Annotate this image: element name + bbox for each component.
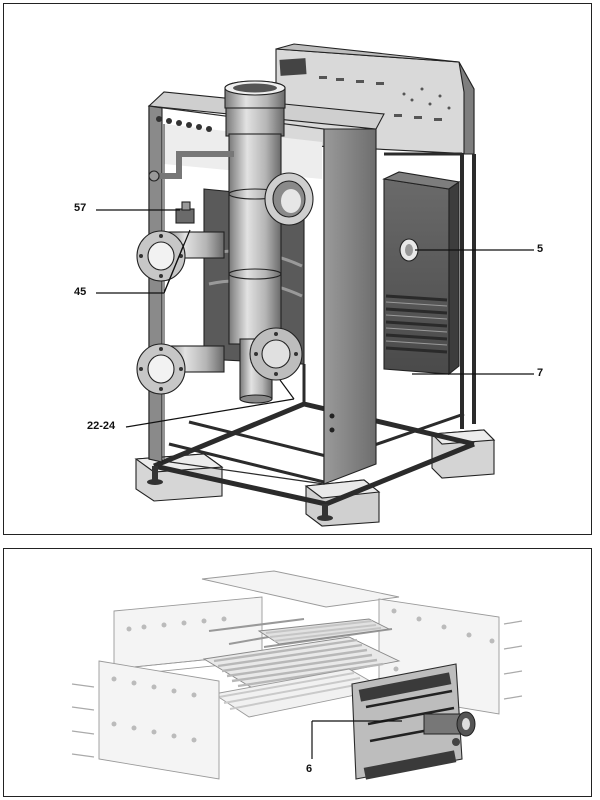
- side-pipe: [148, 151, 234, 182]
- rear-frame-posts: [384, 152, 476, 429]
- base-frame: [153, 364, 475, 507]
- condensate-flange: [249, 327, 303, 381]
- callout-45: 45: [74, 286, 87, 298]
- callout-57: 57: [74, 202, 87, 214]
- callout-leader-6: [311, 720, 402, 759]
- callout-5: 5: [537, 243, 544, 255]
- assembly-view-panel: 57 45 22-24 5 7: [3, 3, 592, 535]
- adjustable-feet: [147, 466, 333, 521]
- flow-connection-flange: [136, 230, 225, 282]
- boiler-drawing: [96, 43, 534, 527]
- callout-leaders: [96, 209, 534, 428]
- fastening-bolts-right: [503, 620, 523, 700]
- left-tube-plate: [98, 660, 220, 780]
- exploded-drawing: [71, 570, 523, 780]
- collector-connection: [423, 711, 476, 746]
- return-connection-flange: [136, 343, 225, 395]
- sight-port: [399, 238, 419, 262]
- collector-assembly: [351, 663, 476, 780]
- sensor-fitting: [175, 201, 195, 224]
- upper-flue-opening: [264, 172, 314, 226]
- exploded-view-panel: 6: [3, 548, 592, 797]
- callout-22-24: 22-24: [87, 420, 116, 432]
- callout-6: 6: [306, 763, 313, 775]
- heat-exchanger-block: [382, 171, 461, 376]
- fastening-bolts-left: [71, 683, 95, 758]
- top-cover: [201, 570, 400, 608]
- tube-bundle: [202, 618, 401, 718]
- callout-7: 7: [537, 367, 544, 379]
- support-block-right-rear: [430, 429, 496, 479]
